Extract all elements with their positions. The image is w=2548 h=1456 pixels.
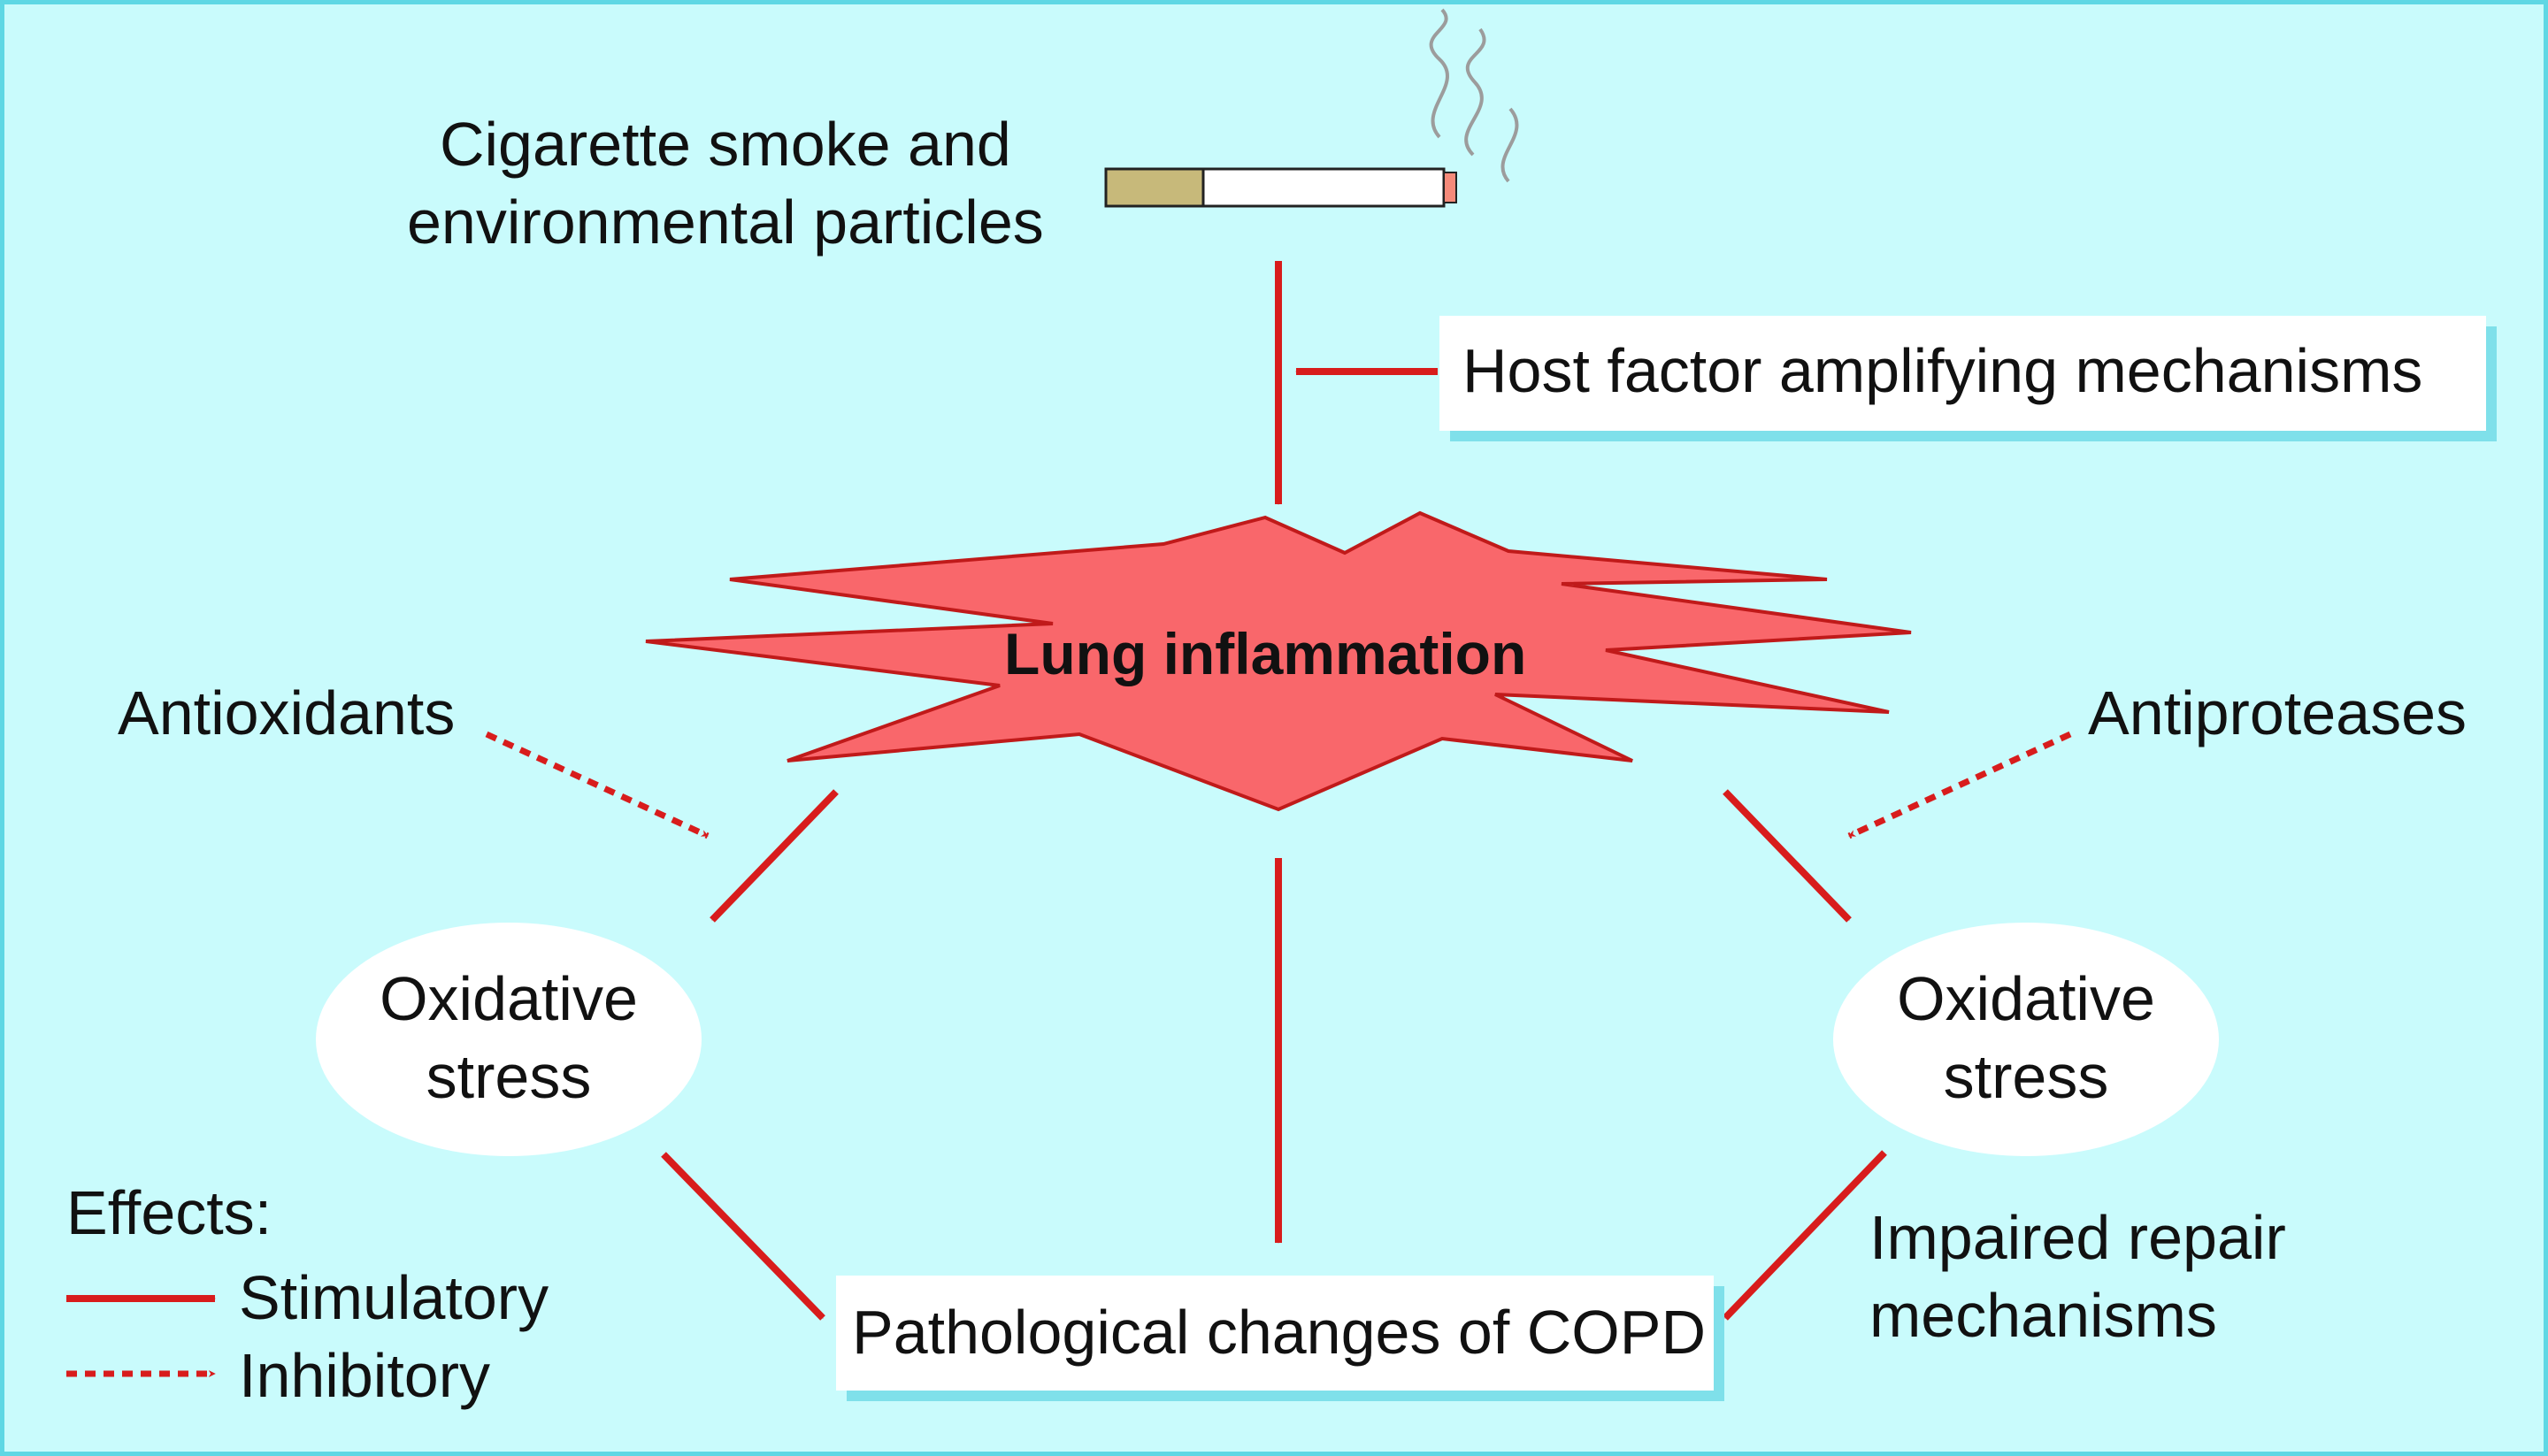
left-oxidative-ellipse bbox=[316, 923, 702, 1156]
starburst-icon bbox=[645, 510, 1912, 812]
source-label-line2: environmental particles bbox=[407, 188, 1044, 257]
source-label-line1: Cigarette smoke and bbox=[439, 110, 1011, 179]
smoke-wisp bbox=[1464, 27, 1486, 157]
left-oxidative-line1: Oxidative bbox=[380, 964, 638, 1033]
diagram-artwork bbox=[66, 8, 2219, 1377]
arrow-antiproteases bbox=[1847, 731, 2072, 839]
right-oxidative-line1: Oxidative bbox=[1897, 964, 2155, 1033]
right-oxidative-line2: stress bbox=[1943, 1042, 2109, 1111]
left-oxidative-stress-label: Oxidative stress bbox=[376, 960, 641, 1115]
impaired-repair-label: Impaired repair mechanisms bbox=[1869, 1199, 2286, 1354]
stimulatory-arrows bbox=[66, 261, 1887, 1321]
inhibitory-arrows bbox=[66, 731, 2072, 1377]
smoke-wisp bbox=[1500, 107, 1519, 183]
legend-title: Effects: bbox=[66, 1178, 272, 1247]
right-oxidative-stress-label: Oxidative stress bbox=[1893, 960, 2159, 1115]
legend-inhibitory-label: Inhibitory bbox=[239, 1341, 491, 1410]
lung-inflammation-label: Lung inflammation bbox=[1004, 621, 1527, 686]
host-factor-box: Host factor amplifying mechanisms bbox=[1439, 316, 2486, 431]
smoke-wisp bbox=[1429, 8, 1449, 139]
antiproteases-label: Antiproteases bbox=[2088, 678, 2467, 747]
impaired-repair-line2: mechanisms bbox=[1869, 1281, 2217, 1350]
outcome-box: Pathological changes of COPD bbox=[836, 1276, 1714, 1391]
impaired-repair-line1: Impaired repair bbox=[1869, 1203, 2286, 1272]
outcome-label: Pathological changes of COPD bbox=[852, 1298, 1706, 1367]
arrow-inflammation-to-left-stress bbox=[710, 789, 839, 923]
source-label: Cigarette smoke and environmental partic… bbox=[407, 105, 1044, 261]
arrow-antioxidants bbox=[485, 731, 710, 839]
left-oxidative-line2: stress bbox=[426, 1042, 592, 1111]
arrow-left-stress-to-outcome bbox=[661, 1152, 825, 1321]
host-factor-label: Host factor amplifying mechanisms bbox=[1462, 336, 2423, 405]
arrow-inflammation-to-right-stress bbox=[1723, 789, 1852, 923]
cigarette-icon bbox=[1104, 8, 1519, 208]
legend-stimulatory-label: Stimulatory bbox=[239, 1263, 549, 1332]
antioxidants-label: Antioxidants bbox=[118, 678, 456, 747]
arrow-right-stress-to-outcome bbox=[1723, 1150, 1887, 1321]
right-oxidative-ellipse bbox=[1833, 923, 2219, 1156]
